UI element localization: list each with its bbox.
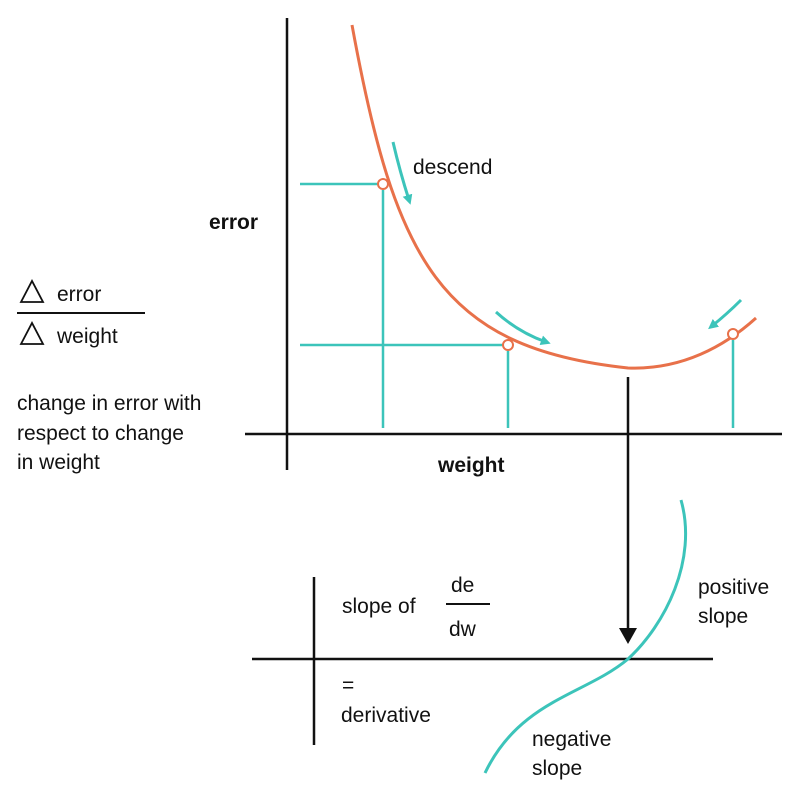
explanation-line-1: change in error with <box>17 392 201 415</box>
ratio-numerator-label: error <box>57 283 101 306</box>
descend-arrow-upper <box>391 141 413 205</box>
explanation-line-3: in weight <box>17 451 100 474</box>
delta-triangle-icon <box>19 279 45 303</box>
descend-label: descend <box>413 156 492 179</box>
fraction-denominator: dw <box>449 618 477 641</box>
negative-slope-line-2: slope <box>532 757 582 780</box>
point-marker-2 <box>502 339 514 351</box>
down-arrow-head <box>619 628 637 644</box>
error-curve <box>350 24 758 370</box>
positive-slope-line-1: positive <box>698 576 769 599</box>
slope-curve <box>483 499 687 774</box>
x-axis-label: weight <box>437 454 505 477</box>
positive-slope-line-2: slope <box>698 605 748 628</box>
point-marker-1 <box>377 178 389 190</box>
slope-of-label: slope of <box>342 595 416 618</box>
fraction-numerator: de <box>451 574 474 597</box>
negative-slope-line-1: negative <box>532 728 611 751</box>
derivative-label: derivative <box>341 704 431 727</box>
ratio-denominator-label: weight <box>56 325 118 348</box>
descend-arrow-middle <box>494 310 551 346</box>
equals-sign: = <box>342 674 354 697</box>
y-axis-label: error <box>209 211 258 234</box>
descend-arrow-right <box>708 298 743 330</box>
point-marker-3 <box>727 328 739 340</box>
delta-triangle-icon <box>19 321 45 345</box>
explanation-line-2: respect to change <box>17 422 184 445</box>
